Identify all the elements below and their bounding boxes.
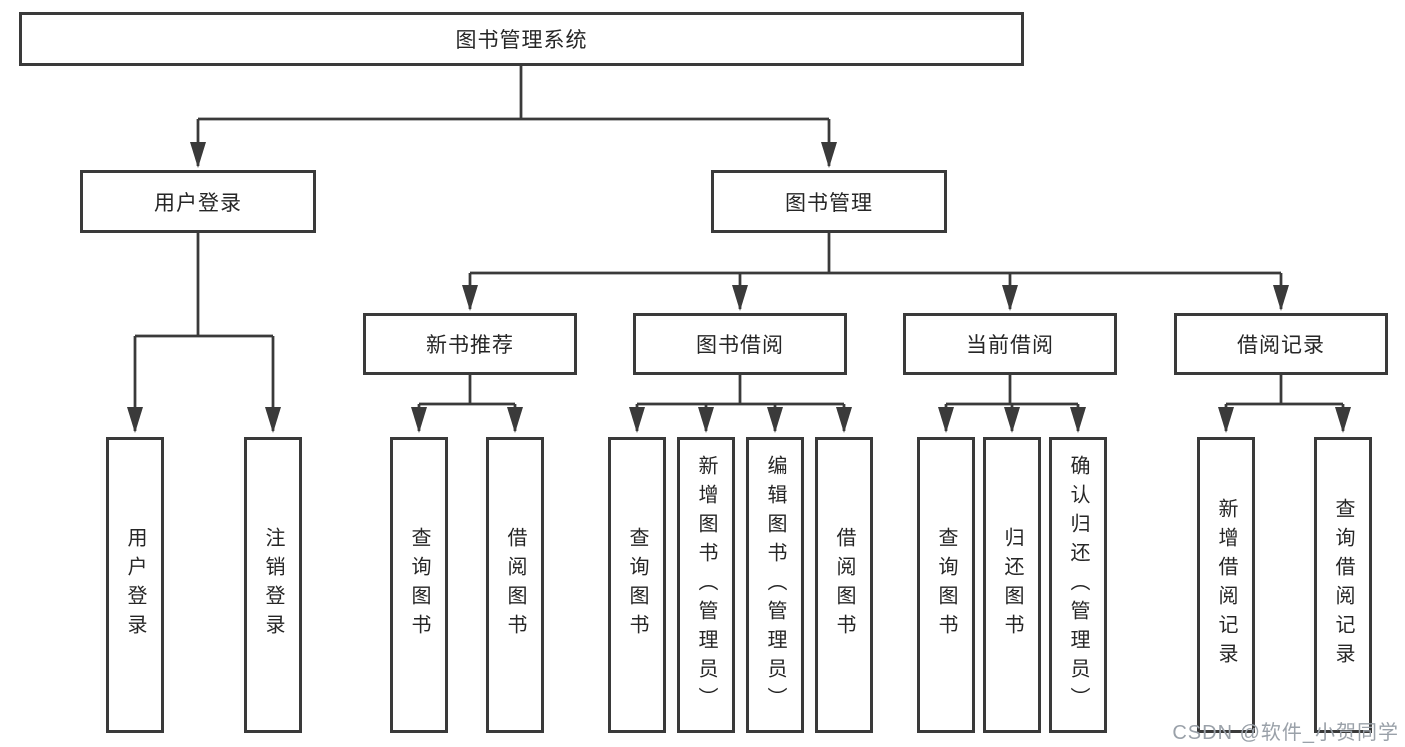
leaf-search-books-recommend: 查询图书 bbox=[390, 437, 448, 733]
node-new-book-recommendation: 新书推荐 bbox=[363, 313, 577, 375]
leaf-label: 借阅图书 bbox=[833, 527, 855, 643]
leaf-user-login: 用户登录 bbox=[106, 437, 164, 733]
leaf-label: 新增借阅记录 bbox=[1215, 498, 1237, 672]
leaf-logout: 注销登录 bbox=[244, 437, 302, 733]
leaf-search-borrow-record: 查询借阅记录 bbox=[1314, 437, 1372, 733]
node-library-management-system: 图书管理系统 bbox=[19, 12, 1024, 66]
leaf-label: 借阅图书 bbox=[504, 527, 526, 643]
node-label: 图书管理系统 bbox=[455, 29, 588, 52]
node-user-login-branch: 用户登录 bbox=[80, 170, 316, 233]
node-label: 图书借阅 bbox=[696, 334, 784, 357]
leaf-label: 归还图书 bbox=[1001, 527, 1023, 643]
csdn-watermark: CSDN @软件_小贺同学 bbox=[1172, 722, 1399, 744]
leaf-borrow-book: 借阅图书 bbox=[815, 437, 873, 733]
leaf-label: 查询图书 bbox=[626, 527, 648, 643]
leaf-label: 查询图书 bbox=[408, 527, 430, 643]
leaf-label: 注销登录 bbox=[262, 527, 284, 643]
node-label: 用户登录 bbox=[154, 191, 242, 215]
node-book-management-branch: 图书管理 bbox=[711, 170, 947, 233]
leaf-label: 新增图书（管理员） bbox=[695, 454, 717, 716]
leaf-borrow-books-recommend: 借阅图书 bbox=[486, 437, 544, 733]
node-label: 图书管理 bbox=[785, 191, 873, 215]
node-current-borrowing: 当前借阅 bbox=[903, 313, 1117, 375]
leaf-label: 确认归还（管理员） bbox=[1067, 454, 1089, 716]
leaf-label: 编辑图书（管理员） bbox=[764, 454, 786, 716]
node-borrowing-records: 借阅记录 bbox=[1174, 313, 1388, 375]
leaf-edit-book-admin: 编辑图书（管理员） bbox=[746, 437, 804, 733]
leaf-return-book: 归还图书 bbox=[983, 437, 1041, 733]
leaf-add-borrow-record: 新增借阅记录 bbox=[1197, 437, 1255, 733]
leaf-search-books-current: 查询图书 bbox=[917, 437, 975, 733]
leaf-add-book-admin: 新增图书（管理员） bbox=[677, 437, 735, 733]
leaf-search-books-borrow: 查询图书 bbox=[608, 437, 666, 733]
leaf-label: 用户登录 bbox=[124, 527, 146, 643]
node-label: 借阅记录 bbox=[1237, 334, 1325, 357]
leaf-label: 查询图书 bbox=[935, 527, 957, 643]
leaf-label: 查询借阅记录 bbox=[1332, 498, 1354, 672]
leaf-confirm-return-admin: 确认归还（管理员） bbox=[1049, 437, 1107, 733]
node-label: 当前借阅 bbox=[966, 334, 1054, 357]
node-book-borrowing: 图书借阅 bbox=[633, 313, 847, 375]
node-label: 新书推荐 bbox=[426, 334, 514, 357]
